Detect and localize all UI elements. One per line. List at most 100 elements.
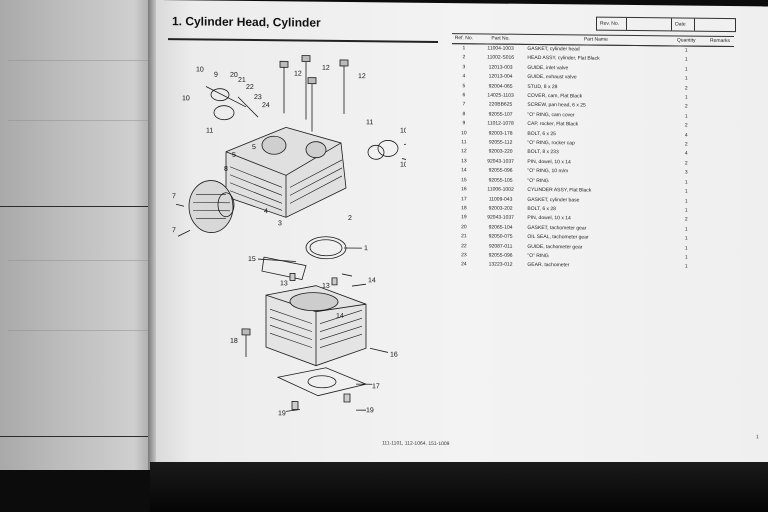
ref-cell: 17 (461, 195, 467, 202)
remarks-cell (706, 46, 734, 56)
quantity-cell: 2 (684, 103, 688, 111)
callout-label: 7 (172, 227, 176, 234)
callout-label: 19 (278, 410, 286, 417)
part-no-cell: 92055-096 (488, 252, 513, 259)
ref-cell: 22 (461, 242, 467, 249)
callout-label: 2 (348, 215, 352, 222)
footer-model-codes: 111-1101, 112-1064, 151-1009 (382, 440, 450, 448)
remarks-cell (706, 113, 734, 123)
callout-label: 15 (248, 256, 256, 263)
callout-label: 3 (278, 220, 282, 227)
callout-label: 13 (280, 280, 288, 287)
remarks-cell (706, 160, 734, 170)
callout-label: 20 (230, 72, 238, 79)
quantity-cell: 1 (684, 235, 688, 242)
remarks-cell (706, 207, 734, 217)
remarks-cell (706, 94, 734, 104)
remarks-cell (706, 66, 734, 76)
callout-label: 8 (224, 166, 228, 173)
quantity-cell: 1 (684, 188, 688, 195)
remarks-cell (706, 178, 734, 188)
part-no-cell: 11012-1078 (487, 120, 514, 127)
part-no-cell: 92003-220 (488, 148, 513, 156)
quantity-cell: 2 (684, 160, 688, 167)
part-no-cell: 92043-1037 (487, 214, 514, 222)
quantity-cell: 1 (684, 263, 688, 270)
part-no-cell: 92055-107 (488, 111, 513, 118)
callout-label: 14 (336, 313, 344, 320)
quantity-cell: 1 (684, 198, 688, 205)
callout-label: 22 (246, 84, 254, 91)
page-rule (0, 206, 150, 207)
remarks-cell (706, 141, 734, 151)
ref-cell: 2 (462, 54, 466, 61)
callout-label: 12 (358, 73, 366, 80)
part-no-cell: 92043-1037 (487, 158, 514, 165)
quantity-cell: 2 (684, 85, 688, 92)
callout-label: 24 (262, 102, 270, 109)
ref-cell: 8 (462, 111, 466, 118)
callout-label: 11 (206, 128, 213, 135)
ref-cell: 21 (461, 233, 467, 240)
part-no-cell: 92087-011 (488, 243, 513, 250)
ref-cell: 9 (462, 120, 466, 127)
ref-cell: 12 (461, 148, 467, 155)
section-title: 1. Cylinder Head, Cylinder (172, 14, 321, 30)
part-no-cell: 11004-1003 (487, 45, 514, 52)
callout-label: 16 (390, 351, 398, 358)
remarks-cell (706, 254, 734, 264)
part-no-cell: 220BB625 (488, 101, 513, 109)
ref-cell: 15 (461, 176, 467, 183)
callout-label: 4 (264, 208, 268, 215)
quantity-cell: 1 (684, 56, 688, 63)
part-no-cell: 14025-1103 (487, 92, 514, 99)
remarks-cell (706, 131, 734, 141)
ref-cell: 5 (462, 82, 466, 89)
ref-cell: 3 (462, 64, 466, 71)
remarks-cell (706, 56, 734, 66)
part-no-cell: 92003-178 (488, 130, 513, 137)
col-part-no: Part No. (475, 33, 526, 45)
previous-page (0, 0, 158, 470)
page-rule (0, 436, 150, 437)
callout-label: 1 (364, 245, 368, 252)
quantity-cell: 1 (684, 226, 688, 233)
ref-cell: 23 (461, 252, 467, 259)
part-no-cell: 92055-112 (488, 139, 513, 146)
col-quantity: Quantity (666, 35, 707, 47)
callout-label: 17 (372, 383, 380, 390)
rev-label: Rev. No. (597, 17, 628, 30)
quantity-cell: 1 (684, 179, 688, 186)
quantity-cell: 2 (684, 122, 688, 129)
part-no-cell: 11009-043 (488, 195, 513, 203)
part-no-cell: 12013-003 (488, 64, 513, 71)
quantity-cell: 1 (684, 47, 688, 54)
quantity-cell: 1 (684, 207, 688, 214)
callout-label: 7 (172, 193, 176, 200)
callout-label: 11 (366, 119, 373, 126)
callout-label: 12 (322, 65, 330, 72)
callout-label: 19 (366, 407, 374, 414)
ref-cell: 1 (462, 45, 466, 52)
ref-cell: 16 (461, 186, 467, 193)
part-no-cell: 92055-096 (488, 167, 513, 175)
parts-page: 1. Cylinder Head, Cylinder Rev. No. Date (156, 0, 768, 473)
part-no-cell: 92004-065 (488, 83, 513, 90)
part-no-cell: 12013-004 (488, 73, 513, 80)
callout-label: 9 (214, 72, 218, 79)
quantity-cell: 1 (684, 75, 688, 82)
callout-label: 13 (322, 283, 330, 290)
part-no-cell: 92050-075 (488, 233, 513, 240)
ref-cell: 10 (461, 129, 467, 136)
remarks-cell (706, 122, 734, 132)
ref-cell: 11 (461, 139, 467, 146)
page-number: 1 (756, 434, 759, 441)
quantity-cell: 1 (684, 94, 688, 101)
callout-label: 21 (238, 77, 246, 84)
remarks-cell (706, 263, 734, 273)
callout-label: 5 (252, 144, 256, 151)
remarks-cell (706, 216, 734, 226)
parts-table: Ref. No. Part No. Part Name Quantity Rem… (452, 33, 734, 273)
callout-label: 14 (368, 277, 376, 284)
